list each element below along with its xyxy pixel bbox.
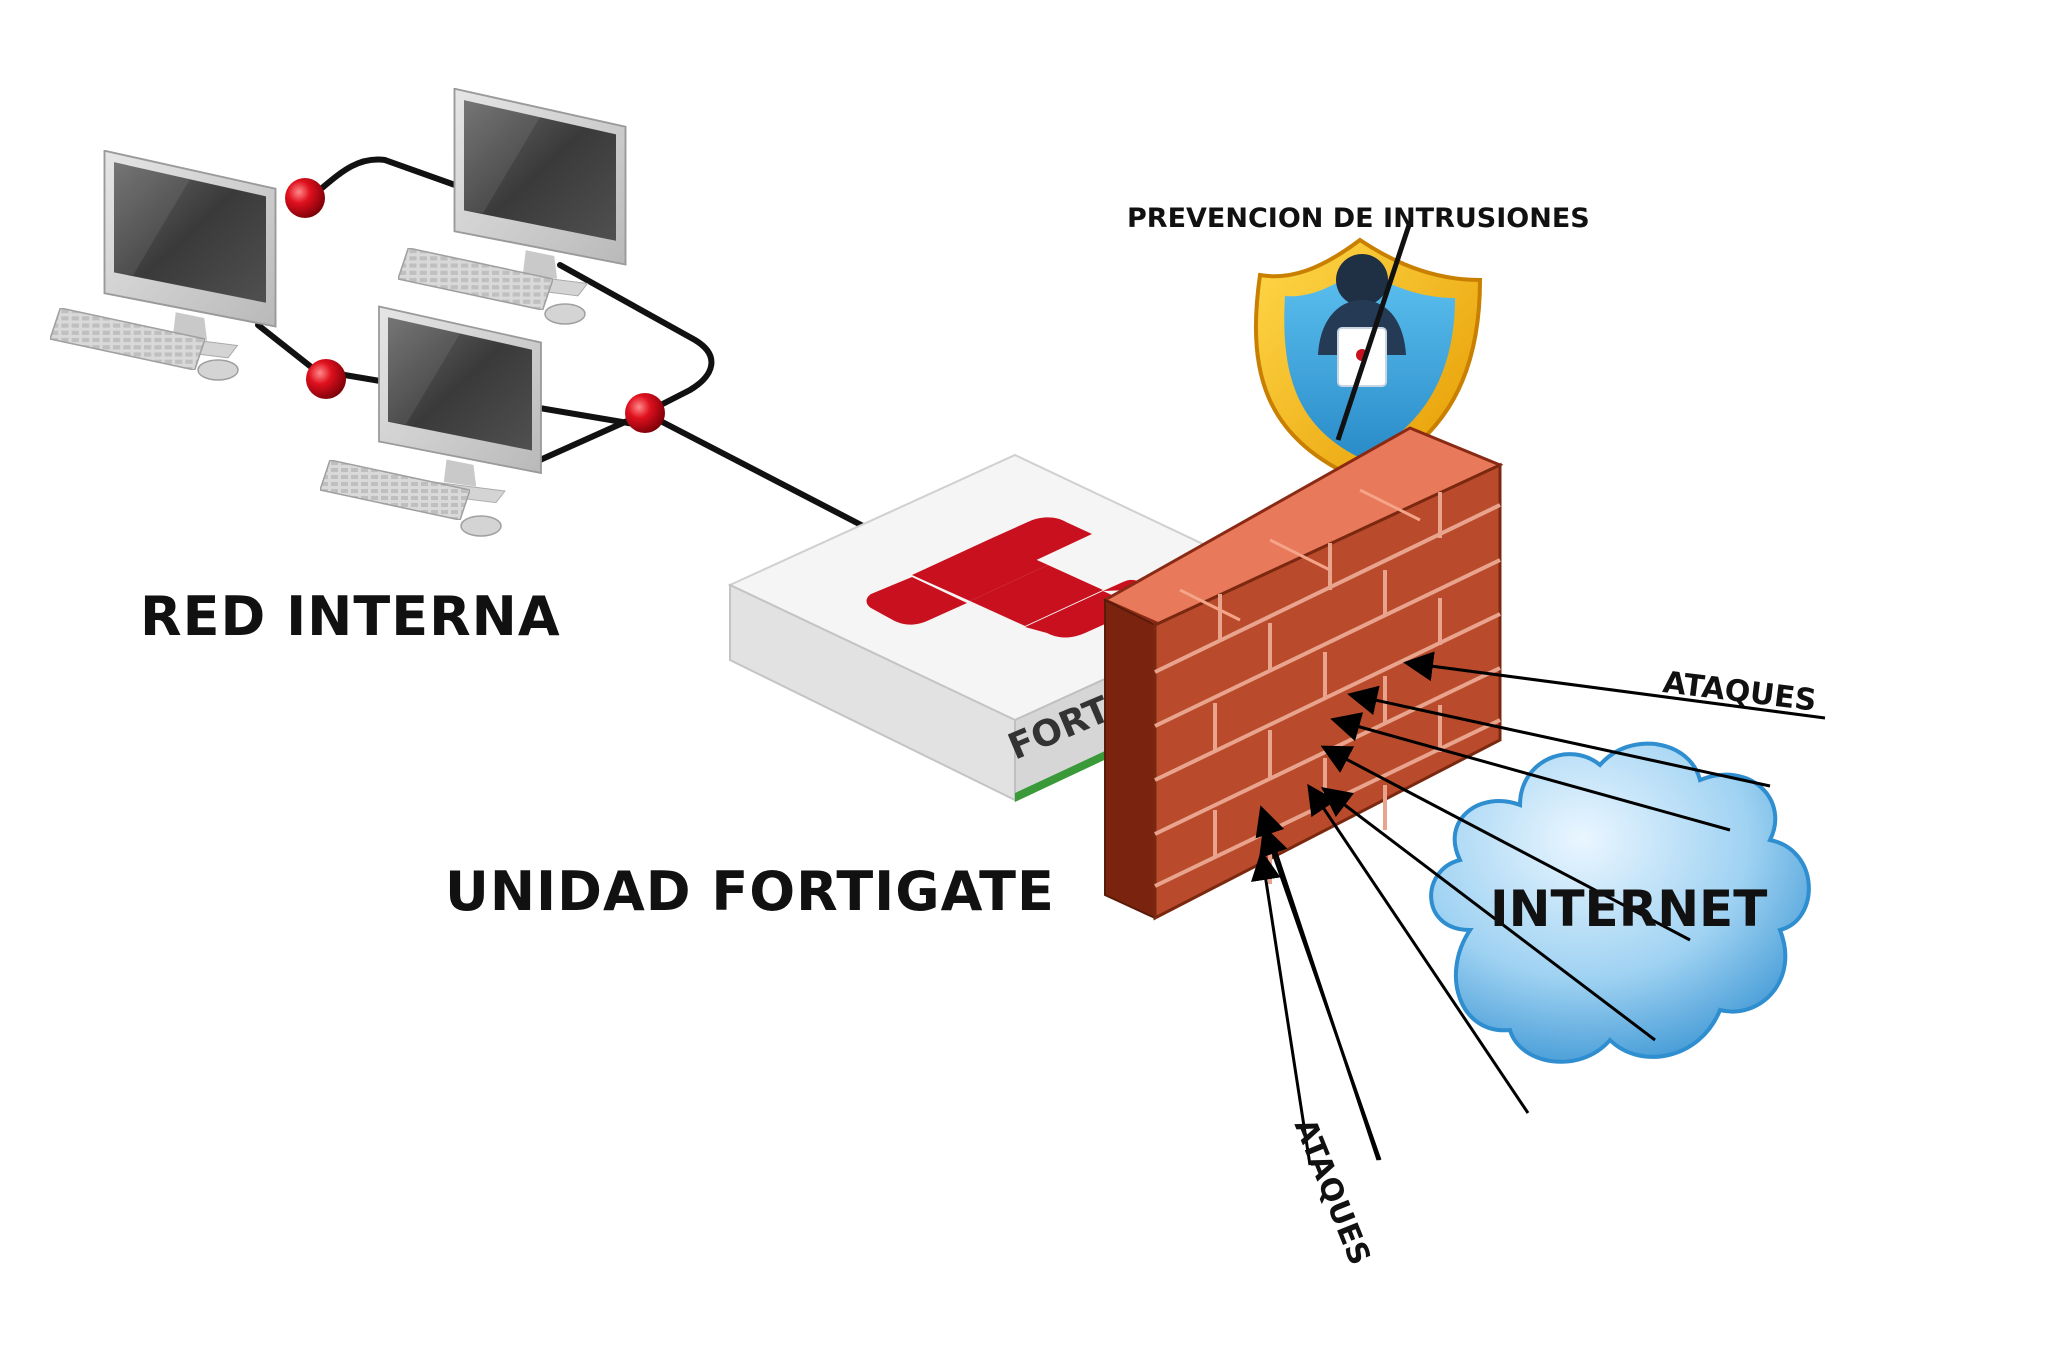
arrow-icon	[1251, 651, 1826, 1166]
red-interna-label: RED INTERNA	[140, 585, 561, 648]
network-node-icon	[285, 178, 665, 433]
firewall-wall-icon	[1101, 426, 1504, 921]
computer-icon	[398, 88, 627, 325]
unidad-fortigate-label: UNIDAD FORTIGATE	[445, 860, 1055, 923]
prevencion-label: PREVENCION DE INTRUSIONES	[1127, 203, 1590, 234]
shield-icon	[1253, 221, 1483, 483]
hacker-icon	[1318, 254, 1406, 387]
computer-icon	[50, 150, 277, 381]
computer-icon	[320, 305, 542, 537]
internet-label: INTERNET	[1490, 880, 1768, 938]
